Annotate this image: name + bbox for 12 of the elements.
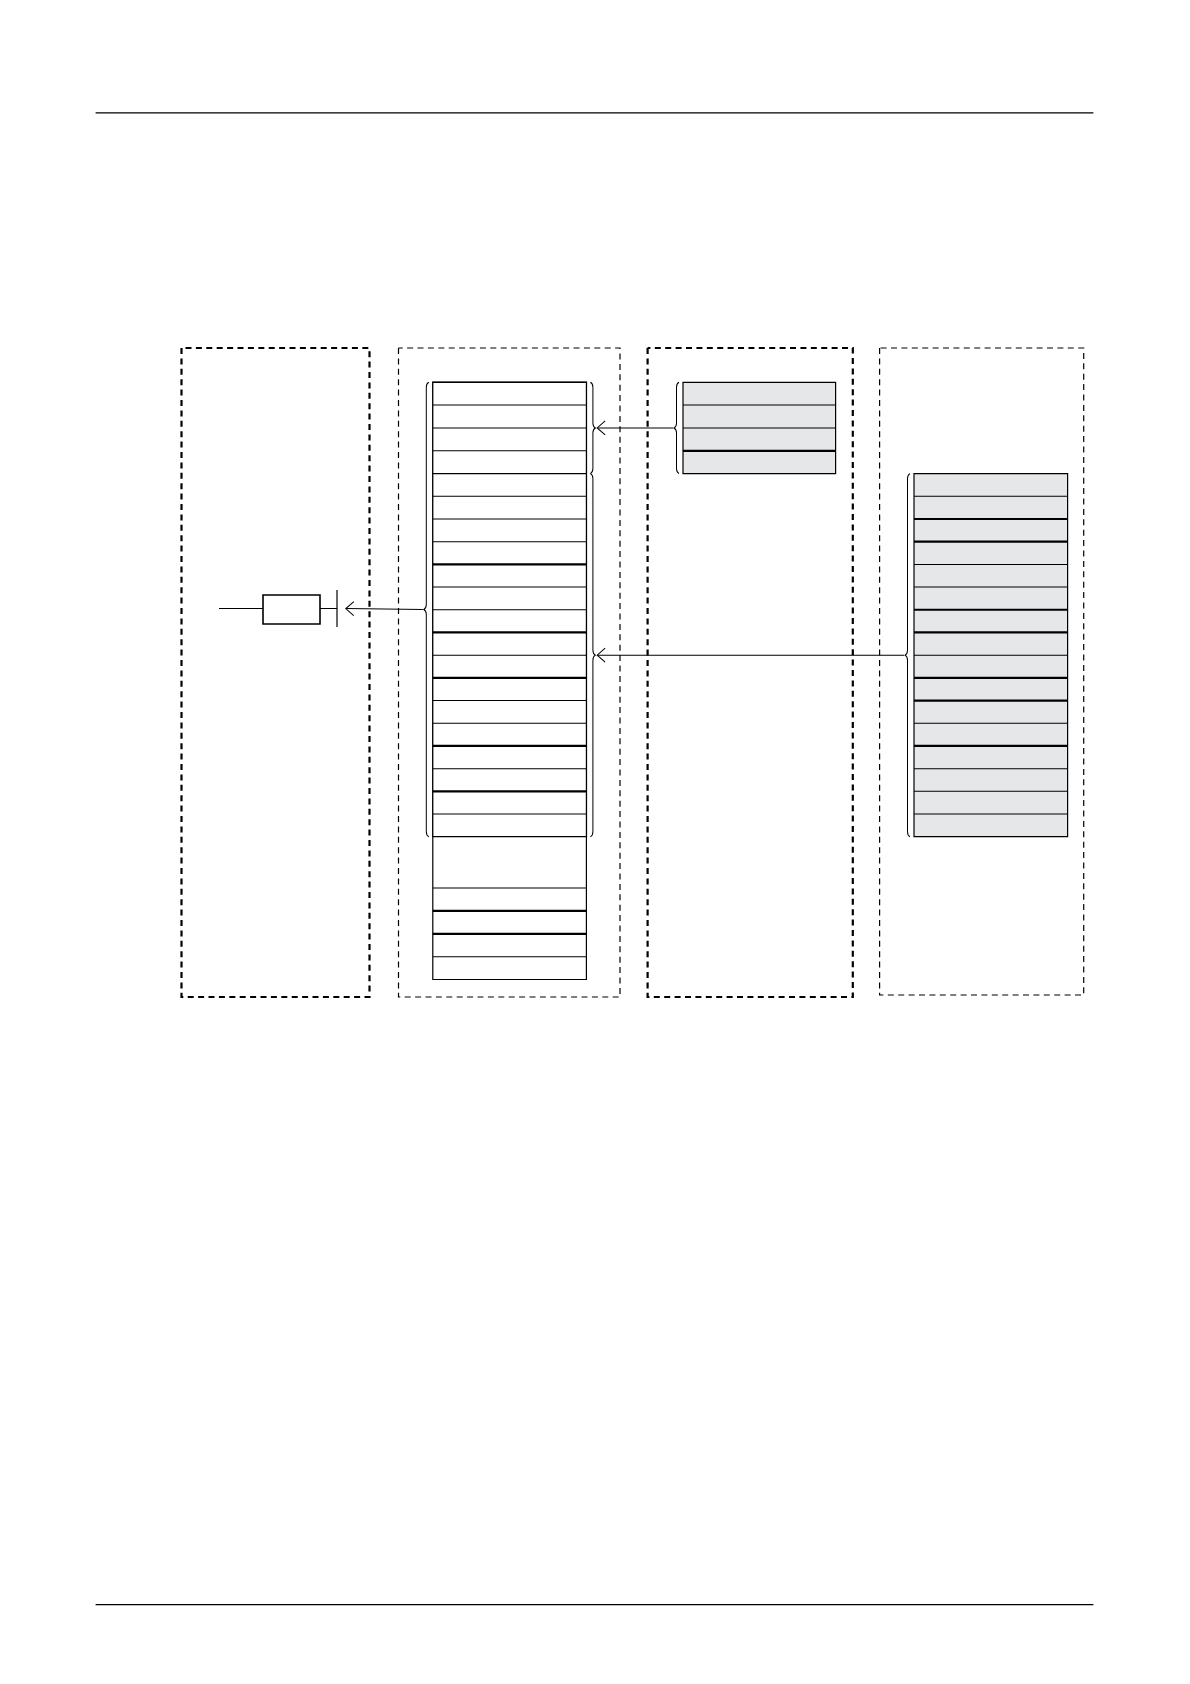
dashed-panel <box>397 347 621 998</box>
arrow <box>345 601 424 617</box>
dashed-panel <box>646 346 854 999</box>
register-rows <box>432 381 587 475</box>
register-rows <box>432 836 587 981</box>
register-rows <box>682 381 837 475</box>
arrow <box>596 420 674 436</box>
arrow <box>596 647 905 663</box>
coil-symbol <box>218 589 338 628</box>
dashed-panel <box>180 346 371 999</box>
register-rows <box>913 473 1069 838</box>
dashed-panel <box>879 347 1085 996</box>
